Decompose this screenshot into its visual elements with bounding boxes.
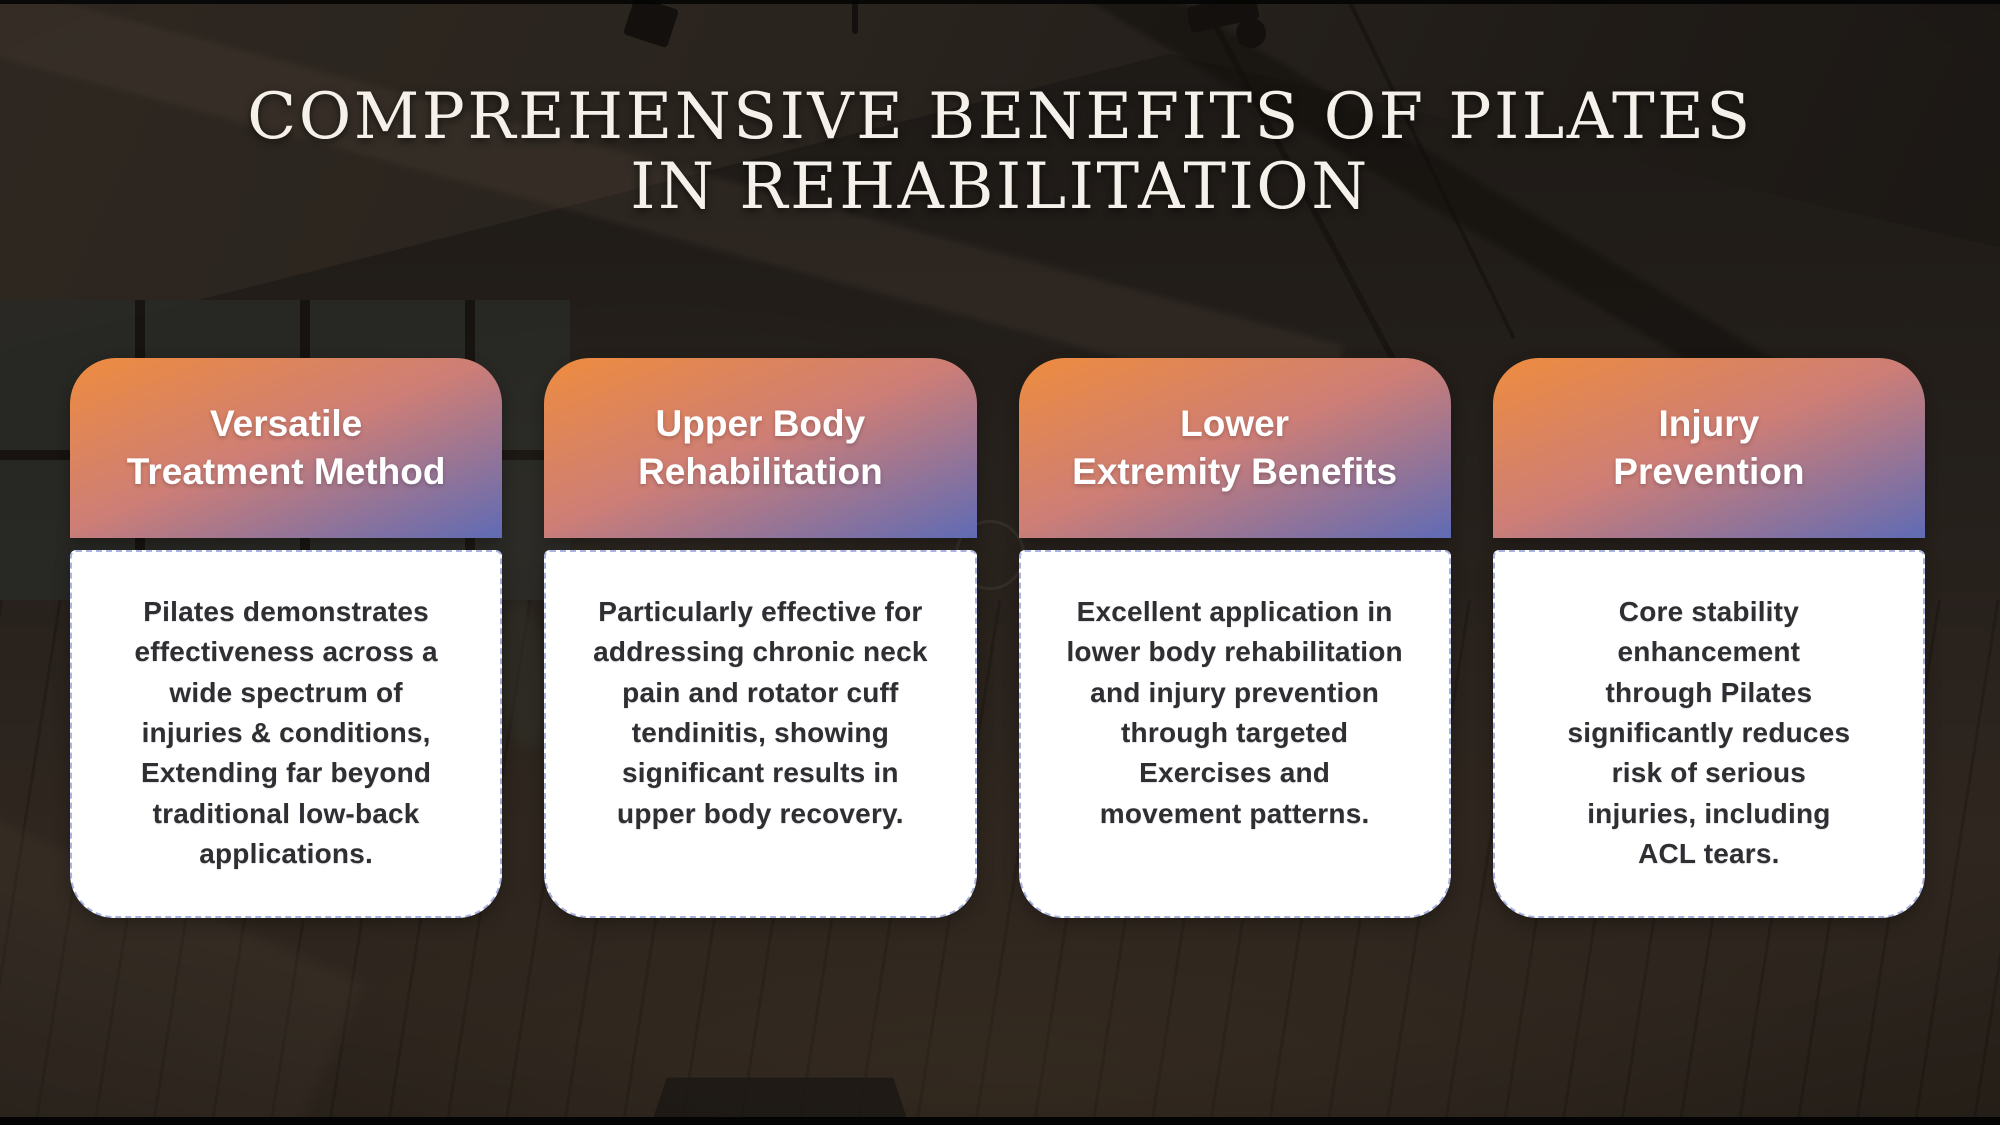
benefit-card-versatile-treatment: Versatile Treatment Method Pilates demon… [70,358,503,918]
card-description: Excellent application in lower body reha… [1066,596,1403,829]
bottom-letterbox-strip [0,1117,2000,1125]
spotlight-fixture [622,0,680,49]
card-body: Core stability enhancement through Pilat… [1492,550,1925,918]
card-title: Upper Body Rehabilitation [638,402,883,492]
top-letterbox-strip [0,0,2000,4]
track-light-head [1236,18,1266,48]
card-title: Injury Prevention [1613,402,1805,492]
benefit-card-injury-prevention: Injury Prevention Core stability enhance… [1492,358,1925,918]
card-header: Lower Extremity Benefits [1018,358,1451,538]
card-header: Injury Prevention [1492,358,1925,538]
track-light-fixture [1186,0,1260,33]
benefit-card-lower-extremity: Lower Extremity Benefits Excellent appli… [1018,358,1451,918]
card-body: Excellent application in lower body reha… [1018,550,1451,918]
card-description: Core stability enhancement through Pilat… [1567,596,1851,869]
benefit-cards-row: Versatile Treatment Method Pilates demon… [70,358,1925,918]
card-header: Versatile Treatment Method [70,358,503,538]
card-title: Lower Extremity Benefits [1072,402,1398,492]
card-description: Pilates demonstrates effectiveness acros… [134,596,438,869]
card-description: Particularly effective for addressing ch… [593,596,928,829]
card-body: Particularly effective for addressing ch… [544,550,977,918]
exercise-mat [652,1077,908,1120]
card-body: Pilates demonstrates effectiveness acros… [70,550,503,918]
card-title: Versatile Treatment Method [126,402,446,492]
card-header: Upper Body Rehabilitation [544,358,977,538]
benefit-card-upper-body: Upper Body Rehabilitation Particularly e… [544,358,977,918]
slide-title: COMPREHENSIVE BENEFITS OF PILATES IN REH… [247,80,1753,225]
light-stem [852,0,858,34]
